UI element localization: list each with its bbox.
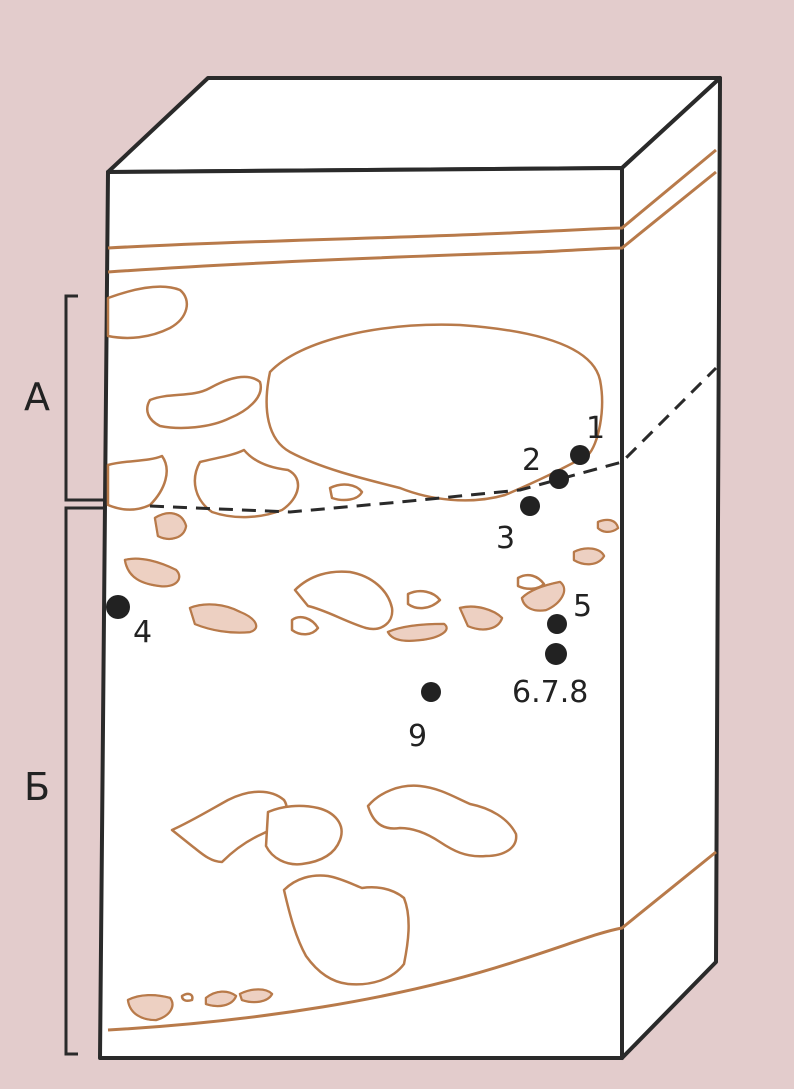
point-label-9: 9 — [408, 719, 427, 754]
sample-point-1 — [570, 445, 590, 465]
point-label-5: 5 — [573, 589, 592, 624]
zone-b-bracket — [66, 508, 78, 1054]
sample-point-4 — [106, 595, 130, 619]
zone-brackets — [66, 296, 104, 1054]
point-label-6-7-8: 6.7.8 — [512, 675, 588, 710]
point-label-2: 2 — [522, 443, 541, 478]
sample-point-2 — [549, 469, 569, 489]
point-label-1: 1 — [586, 411, 605, 446]
point-label-4: 4 — [133, 615, 152, 650]
zone-label-b: Б — [24, 765, 50, 809]
zone-a-bracket — [66, 296, 78, 500]
sample-point-6-7-8 — [545, 643, 567, 665]
point-label-3: 3 — [496, 521, 515, 556]
sample-point-5 — [547, 614, 567, 634]
sample-point-9 — [421, 682, 441, 702]
block-top-face — [108, 78, 720, 172]
block-side-face — [622, 78, 720, 1058]
zone-label-a: А — [24, 375, 50, 419]
sample-point-3 — [520, 496, 540, 516]
